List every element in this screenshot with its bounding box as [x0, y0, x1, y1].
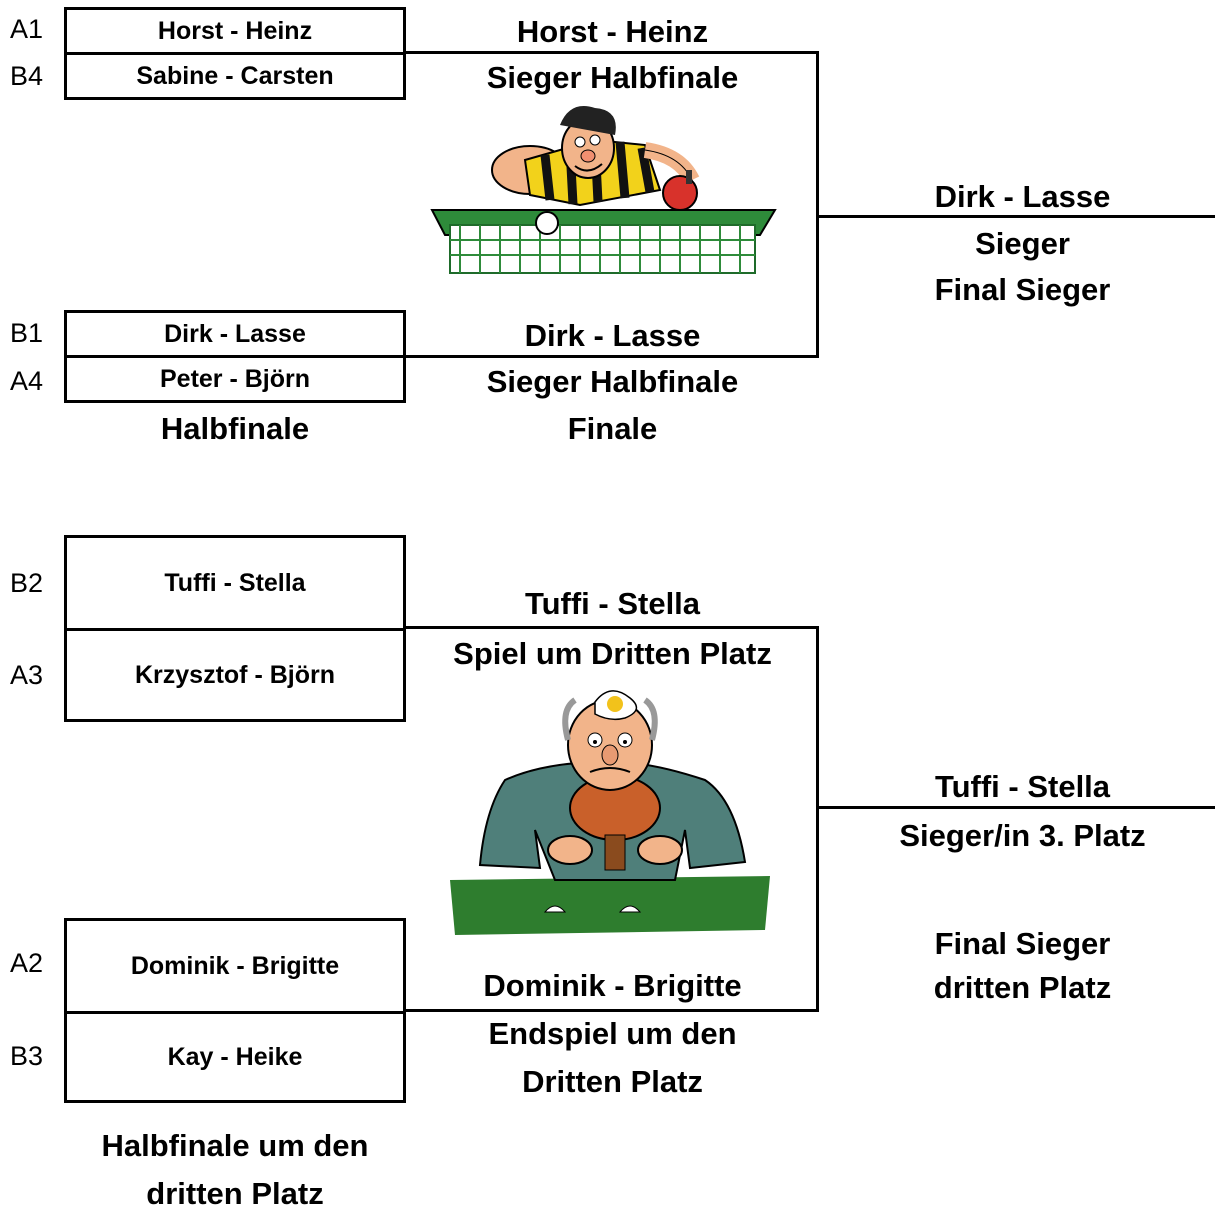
team-name: Horst - Heinz	[157, 16, 313, 45]
seed-label: B4	[10, 61, 44, 91]
team-name: Peter - Björn	[159, 364, 311, 393]
bracket-line	[816, 626, 819, 1012]
semifinal-caption: Halbfinale	[160, 411, 310, 446]
team-box: Tuffi - Stella	[64, 535, 406, 631]
final-top-caption: Sieger Halbfinale	[486, 60, 739, 95]
seed-label: B3	[10, 1041, 44, 1071]
third-place-caption: Sieger/in 3. Platz	[899, 818, 1146, 853]
team-box: Dirk - Lasse	[64, 310, 406, 358]
table-tennis-player-cartoon	[430, 106, 777, 274]
seed-label: B2	[10, 568, 44, 598]
bracket-line	[404, 626, 819, 629]
bracket-line	[816, 51, 819, 358]
team-name: Kay - Heike	[167, 1042, 303, 1071]
seed-label: A1	[10, 14, 44, 44]
third-place-note: Final Sieger	[934, 926, 1111, 961]
semifinal-caption: dritten Platz	[146, 1176, 324, 1211]
team-name: Tuffi - Stella	[164, 568, 306, 597]
team-name: Sabine - Carsten	[136, 61, 334, 90]
champion-name: Dirk - Lasse	[934, 179, 1111, 214]
final-bottom-caption: Sieger Halbfinale	[486, 364, 739, 399]
seed-label: A2	[10, 948, 44, 978]
team-box: Krzysztof - Björn	[64, 628, 406, 722]
team-box: Sabine - Carsten	[64, 52, 406, 100]
semifinal-caption: Halbfinale um den	[101, 1128, 369, 1163]
final-bottom-caption: Dritten Platz	[522, 1064, 703, 1099]
final-bottom-winner: Dirk - Lasse	[524, 318, 701, 353]
team-box: Horst - Heinz	[64, 7, 406, 55]
bracket-line	[404, 1009, 819, 1012]
team-box: Kay - Heike	[64, 1011, 406, 1103]
champion-caption: Sieger	[975, 226, 1070, 261]
team-box: Peter - Björn	[64, 355, 406, 403]
egg-head-player-cartoon	[450, 690, 770, 935]
team-name: Dominik - Brigitte	[130, 951, 340, 980]
seed-label: B1	[10, 318, 44, 348]
final-top-winner: Tuffi - Stella	[524, 586, 701, 621]
third-place-name: Tuffi - Stella	[934, 769, 1111, 804]
final-bottom-caption: Endspiel um den	[488, 1016, 737, 1051]
team-box: Dominik - Brigitte	[64, 918, 406, 1014]
final-top-caption: Spiel um Dritten Platz	[453, 636, 772, 671]
final-bottom-winner: Dominik - Brigitte	[483, 968, 742, 1003]
bracket-line	[404, 51, 819, 54]
seed-label: A4	[10, 366, 44, 396]
champion-caption: Final Sieger	[934, 272, 1111, 307]
team-name: Dirk - Lasse	[164, 319, 306, 348]
third-place-note: dritten Platz	[933, 970, 1112, 1005]
bracket-line	[816, 215, 1215, 218]
final-caption: Finale	[567, 411, 658, 446]
final-top-winner: Horst - Heinz	[516, 14, 709, 49]
bracket-line	[816, 806, 1215, 809]
team-name: Krzysztof - Björn	[135, 660, 335, 689]
bracket-line	[404, 355, 819, 358]
seed-label: A3	[10, 660, 44, 690]
